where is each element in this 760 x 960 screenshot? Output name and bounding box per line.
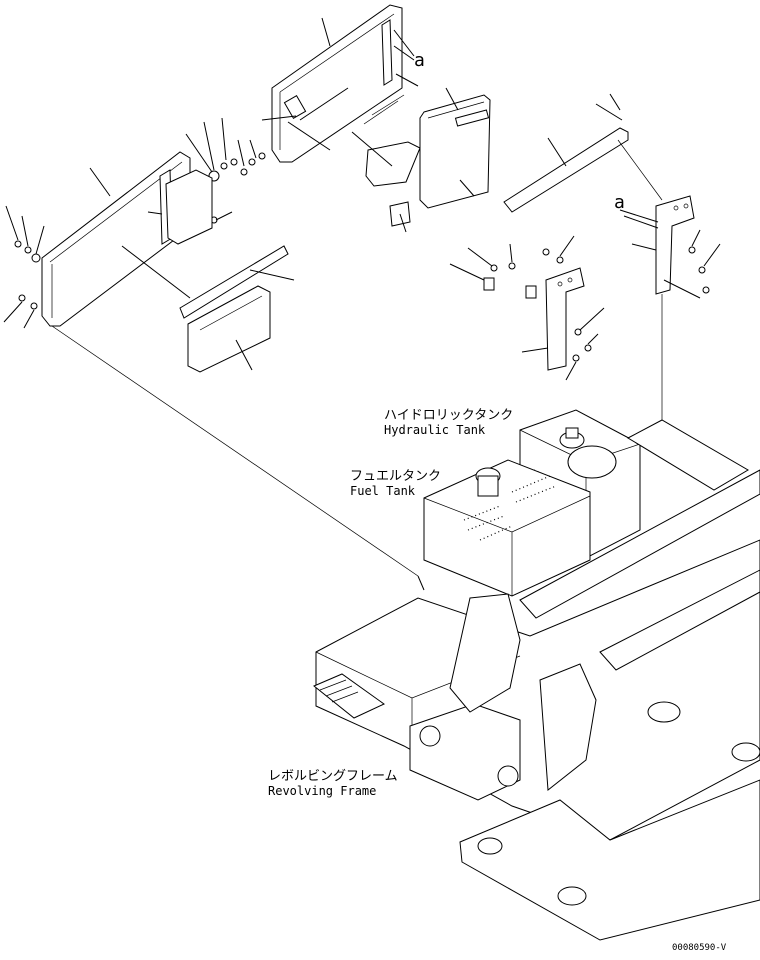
left-cover-leaders [89,167,295,371]
upper-cover-panel [271,4,405,163]
upper-cover-pads [365,94,491,227]
bracket-center [449,235,605,381]
bracket-right [619,195,721,299]
frame-leaders [417,575,425,591]
leader-left-panel-to-frame [51,325,419,577]
left-cover-panel [41,151,289,373]
reference-a-upper: a [414,50,425,71]
stay-bar [503,93,629,213]
hydraulic-tank-label-jp: ハイドロリックタンク [384,408,513,423]
revolving-frame [313,419,760,941]
revolving-frame-label-en: Revolving Frame [268,784,376,798]
fuel-tank-label-jp: フュエルタンク [350,469,441,484]
fuel-tank-label-en: Fuel Tank [350,484,416,498]
drawing-code: 00080590-V [672,943,727,953]
fuel-tank [423,459,591,597]
upper-cover-leaders [261,17,475,233]
fasteners-left [3,205,45,329]
hydraulic-tank-label-en: Hydraulic Tank [384,423,486,437]
reference-a-bracket: a [614,192,625,213]
leader-stay-to-bracket [617,139,663,201]
revolving-frame-label-jp: レボルビングフレーム [268,769,398,784]
